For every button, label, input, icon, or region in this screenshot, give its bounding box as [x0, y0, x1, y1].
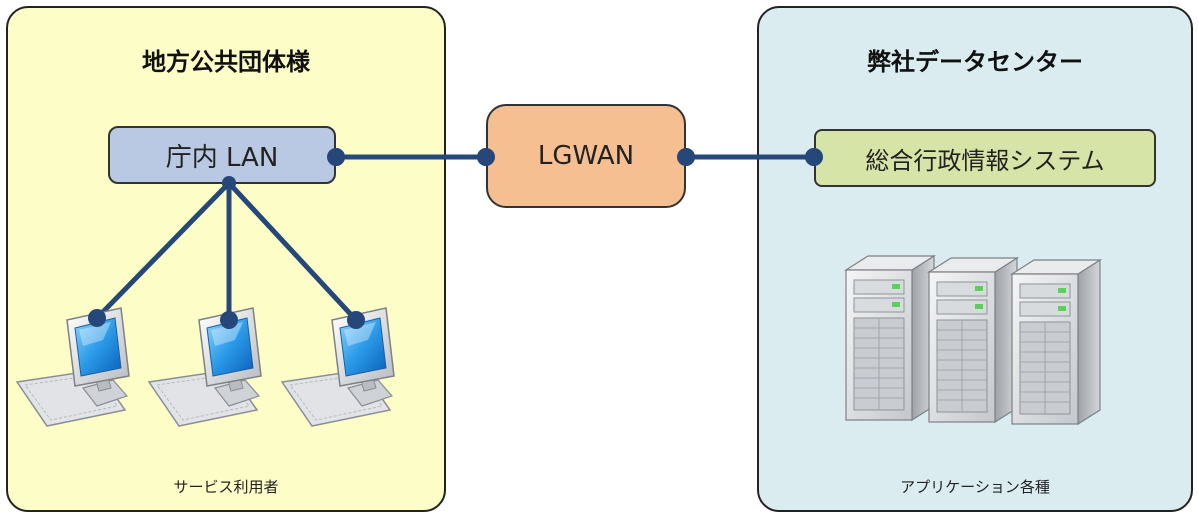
data-center-title: 弊社データセンター	[867, 48, 1083, 76]
computer-endpoints	[88, 309, 365, 329]
lgwan-node: LGWAN	[486, 104, 686, 208]
data-center-panel: 弊社データセンター アプリケーション各種	[757, 6, 1193, 512]
computer-icon	[281, 307, 395, 427]
connector-lines	[94, 154, 817, 323]
local-government-title: 地方公共団体様	[142, 48, 310, 76]
computer-icon	[148, 307, 262, 427]
server-icon	[928, 257, 1018, 423]
server-icon	[845, 255, 935, 421]
lan-node: 庁内 LAN	[108, 126, 336, 184]
service-users-caption: サービス利用者	[173, 478, 279, 496]
applications-caption: アプリケーション各種	[900, 478, 1050, 496]
system-node: 総合行政情報システム	[814, 129, 1156, 187]
computer-icon	[16, 307, 130, 427]
server-icon	[1011, 259, 1101, 425]
local-government-panel: 地方公共団体様 サービス利用者	[6, 6, 446, 512]
